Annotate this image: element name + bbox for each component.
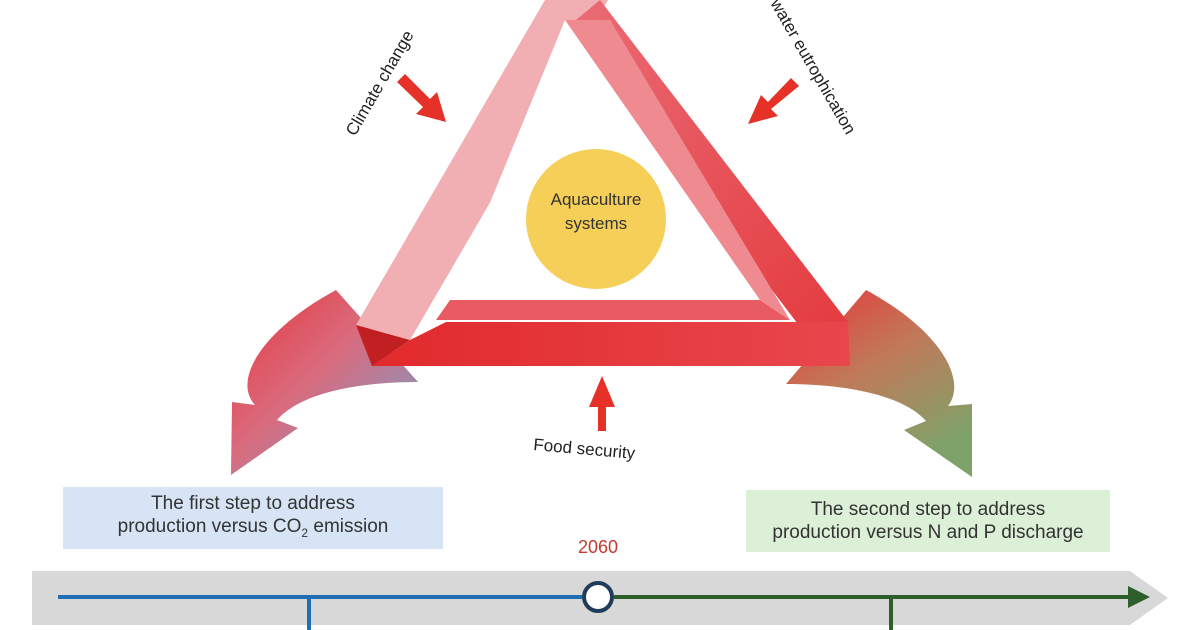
- second-step-line1: The second step to address: [810, 499, 1046, 520]
- timeline: [32, 571, 1168, 630]
- second-step-line2: production versus N and P discharge: [772, 522, 1084, 543]
- center-label-line2: systems: [565, 214, 627, 233]
- aquaculture-circle: [526, 149, 666, 289]
- food-security-arrow: [589, 376, 615, 431]
- food-security-label: Food security: [533, 435, 637, 463]
- milestone-marker: [582, 581, 614, 613]
- first-step-line2: production versus CO2 emission: [118, 515, 389, 545]
- eutrophication-arrow: [748, 78, 799, 124]
- first-step-box: The first step to address production ver…: [63, 487, 443, 549]
- co2-subscript: 2: [301, 525, 309, 540]
- timeline-arrowhead: [1128, 586, 1150, 608]
- eutrophication-label: water eutrophication: [766, 0, 860, 138]
- first-step-line2-prefix: production versus CO: [117, 515, 302, 537]
- second-step-box: The second step to address production ve…: [746, 490, 1110, 552]
- first-step-line1: The first step to address: [151, 492, 355, 514]
- first-step-line2-suffix: emission: [308, 515, 389, 537]
- climate-change-arrow: [397, 74, 446, 122]
- center-label-line1: Aquaculture: [551, 190, 642, 209]
- milestone-year: 2060: [577, 537, 619, 557]
